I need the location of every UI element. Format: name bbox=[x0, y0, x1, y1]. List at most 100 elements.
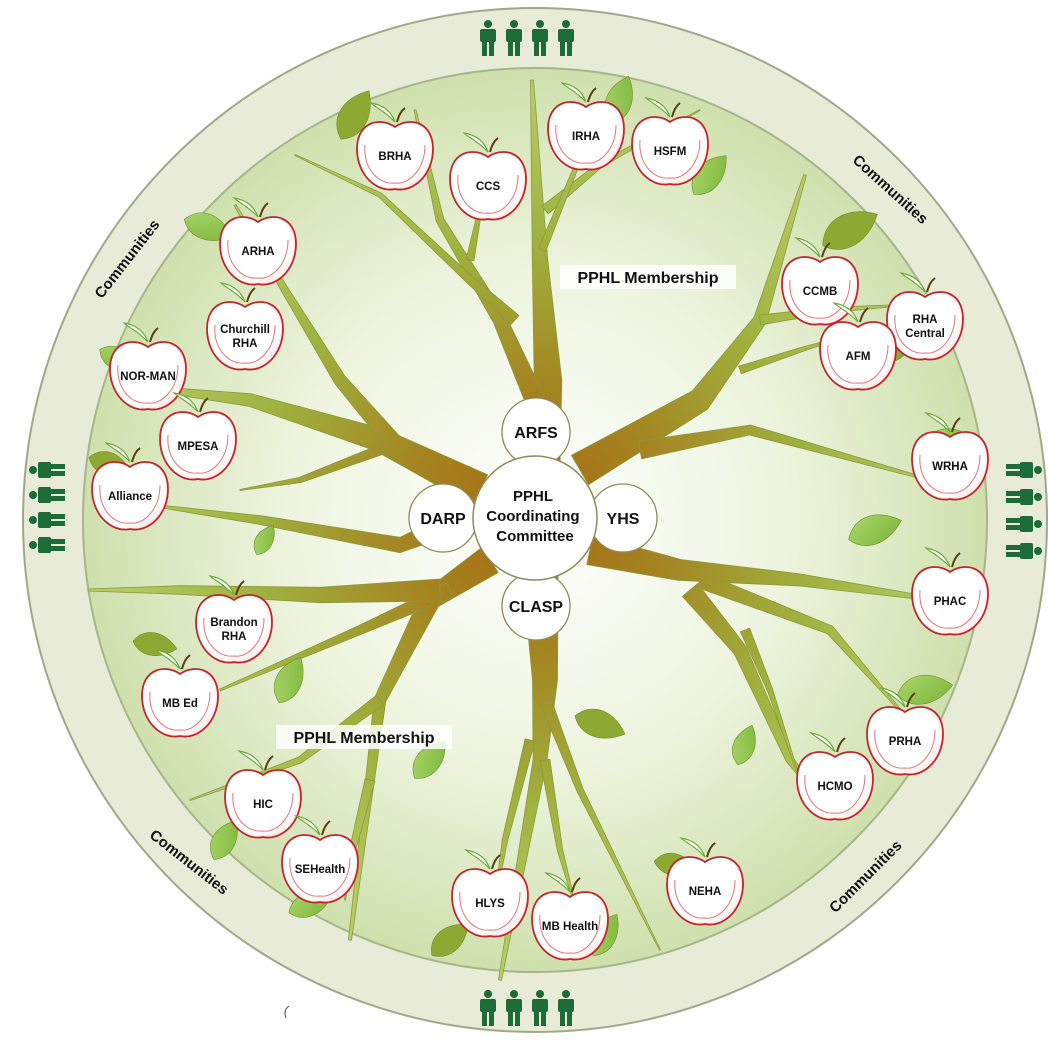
apple-label-line: MPESA bbox=[178, 441, 219, 453]
apple-prha: PRHA bbox=[866, 687, 944, 776]
person-icon bbox=[29, 462, 65, 478]
apple-label-line: IRHA bbox=[572, 131, 600, 143]
center-line-3: Committee bbox=[496, 528, 574, 545]
apple-label: HLYS bbox=[475, 898, 505, 910]
apple-highlight bbox=[289, 857, 351, 897]
apple-stem bbox=[489, 137, 499, 153]
apple-stem bbox=[926, 277, 936, 293]
apple-leaf bbox=[644, 97, 671, 118]
apple-alliance: Alliance bbox=[91, 442, 169, 531]
apple-stem bbox=[671, 102, 681, 118]
apple-leaf bbox=[369, 102, 396, 123]
apple-highlight bbox=[459, 891, 521, 931]
apple-leaf bbox=[294, 815, 321, 836]
apple-label-line: BRHA bbox=[378, 151, 411, 163]
person-icon bbox=[480, 990, 496, 1026]
apple-label: HIC bbox=[253, 799, 273, 811]
apple-highlight bbox=[804, 774, 866, 814]
apple-leaf bbox=[232, 197, 259, 218]
apple-highlight bbox=[203, 617, 265, 657]
apple-label-line: Brandon bbox=[210, 617, 257, 629]
apple-label-line: PRHA bbox=[889, 736, 922, 748]
apple-label-line: MB Health bbox=[542, 921, 598, 933]
person-icon bbox=[558, 20, 574, 56]
center-committee: PPHL Coordinating Committee bbox=[472, 455, 598, 581]
person-icon bbox=[29, 512, 65, 528]
apple-body bbox=[91, 461, 169, 531]
apple-body bbox=[206, 301, 284, 371]
hub-darp: DARP bbox=[408, 483, 478, 553]
apple-highlight bbox=[827, 344, 889, 384]
apple-label: HSFM bbox=[654, 146, 687, 158]
apple-label-line: NOR-MAN bbox=[120, 371, 176, 383]
leaf bbox=[574, 708, 626, 739]
apple-stem bbox=[951, 552, 961, 568]
apple-body bbox=[866, 706, 944, 776]
membership-label-bottom: PPHL Membership bbox=[293, 730, 434, 747]
leaf bbox=[822, 211, 878, 250]
apple-body bbox=[281, 834, 359, 904]
hub-arfs: ARFS bbox=[501, 397, 571, 467]
apple-label-line: HLYS bbox=[475, 898, 505, 910]
branch-brha bbox=[294, 154, 520, 325]
apple-leaf bbox=[679, 837, 706, 858]
leaf bbox=[132, 632, 178, 656]
person-icon bbox=[532, 20, 548, 56]
hub-yhs: YHS bbox=[588, 483, 658, 553]
apple-stem bbox=[906, 692, 916, 708]
apple-hsfm: HSFM bbox=[631, 97, 709, 186]
apple-label: CCS bbox=[476, 181, 501, 193]
apple-irha: IRHA bbox=[547, 82, 625, 171]
apple-leaf bbox=[544, 872, 571, 893]
apple-label: AFM bbox=[846, 351, 871, 363]
apple-body bbox=[449, 151, 527, 221]
person-icon bbox=[480, 20, 496, 56]
apple-leaf bbox=[219, 282, 246, 303]
stray-mark bbox=[284, 1005, 290, 1019]
membership-labels: PPHL Membership PPHL Membership bbox=[276, 265, 736, 749]
apple-label: PRHA bbox=[889, 736, 922, 748]
apple-label: BRHA bbox=[378, 151, 411, 163]
apple-label: Alliance bbox=[108, 491, 152, 503]
apple-body bbox=[911, 566, 989, 636]
apple-highlight bbox=[232, 792, 294, 832]
apple-highlight bbox=[789, 279, 851, 319]
apple-label-line: WRHA bbox=[932, 461, 968, 473]
apple-body bbox=[141, 668, 219, 738]
apple-mb-health: MB Health bbox=[531, 872, 609, 961]
apple-body bbox=[224, 769, 302, 839]
apple-highlight bbox=[117, 364, 179, 404]
community-people bbox=[29, 20, 1042, 1026]
apple-highlight bbox=[539, 914, 601, 954]
leaf bbox=[253, 525, 275, 555]
apple-leaf bbox=[464, 849, 491, 870]
apple-label-line: PHAC bbox=[934, 596, 967, 608]
apple-label-line: Alliance bbox=[108, 491, 152, 503]
apple-leaf bbox=[924, 547, 951, 568]
apple-body bbox=[911, 431, 989, 501]
apple-stem bbox=[951, 417, 961, 433]
apple-body bbox=[781, 256, 859, 326]
apple-highlight bbox=[227, 239, 289, 279]
hub-label: YHS bbox=[607, 511, 640, 528]
apple-label: PHAC bbox=[934, 596, 967, 608]
apple-label-line: RHA bbox=[913, 314, 938, 326]
apple-body bbox=[195, 594, 273, 664]
apple-body bbox=[159, 411, 237, 481]
apple-hlys: HLYS bbox=[451, 849, 529, 938]
center-line-1: PPHL bbox=[513, 488, 553, 505]
person-icon bbox=[506, 990, 522, 1026]
apple-label: ARHA bbox=[241, 246, 274, 258]
apple-leaf bbox=[237, 750, 264, 771]
apple-mpesa: MPESA bbox=[159, 392, 237, 481]
apple-label: NEHA bbox=[689, 886, 722, 898]
apple-stem bbox=[587, 87, 597, 103]
apple-label-line: RHA bbox=[233, 338, 258, 350]
apple-stem bbox=[259, 202, 269, 218]
